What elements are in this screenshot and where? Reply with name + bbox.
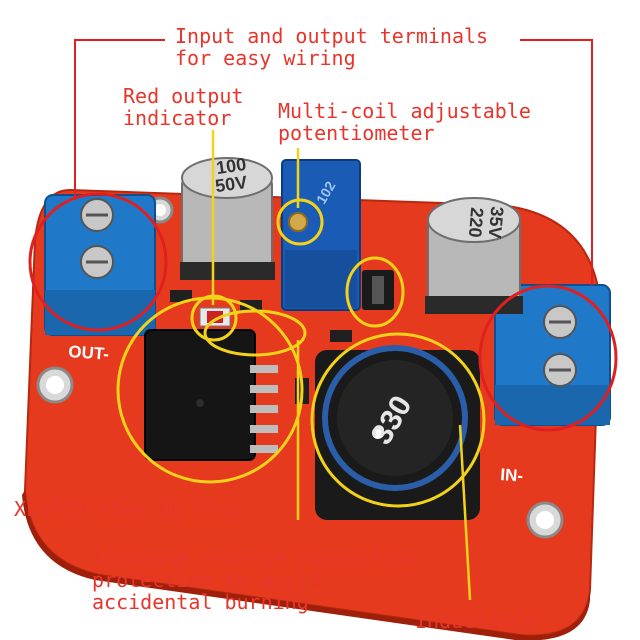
output-terminal-highlight: [28, 192, 168, 332]
smd-resistor-1: [170, 290, 192, 302]
xl6019-chip: [144, 329, 278, 461]
potentiometer-callout: Multi-coil adjustable potentiometer: [278, 99, 531, 145]
mounting-hole-bottom-right: [526, 501, 564, 539]
input-terminal-highlight: [478, 284, 618, 432]
capacitor-right-value: 220: [465, 207, 488, 239]
out-minus-label: OUT-: [68, 342, 110, 364]
protection-diode: [362, 270, 394, 310]
in-minus-label: IN-: [500, 465, 524, 486]
reverse-protection-highlight: [203, 309, 307, 357]
diode-highlight: [345, 256, 405, 328]
output-terminal-block: [44, 194, 156, 336]
input-terminal-block: [494, 284, 611, 426]
inductance-callout: Inductance: [415, 609, 536, 633]
pcb-edge-shadow: [22, 490, 590, 640]
led-highlight: [190, 294, 238, 342]
inductor-highlight: [310, 332, 486, 508]
protection-callout: Increase reverse connection protection t…: [92, 546, 418, 614]
mounting-hole-bottom-left: [36, 366, 74, 404]
capacitor-left-value: 100: [215, 154, 248, 178]
chip-callout: XL6019 Step Up Chip: [14, 497, 243, 521]
capacitor-right-voltage: 35V: [485, 206, 508, 240]
capacitor-left-voltage: 50V: [214, 172, 249, 196]
highlight-callout-lines: [211, 130, 472, 601]
terminals-callout: Input and output terminals for easy wiri…: [175, 24, 489, 70]
capacitor-100uf: 100 50V: [180, 154, 275, 280]
red-output-led: [199, 307, 231, 327]
smd-resistor-3: [330, 330, 352, 342]
capacitor-220uf: 220 35V: [425, 197, 523, 314]
potentiometer: 102: [281, 159, 361, 311]
indicator-callout: Red output indicator: [123, 84, 244, 130]
terminal-callout-lines: [74, 39, 593, 285]
chip-highlight: [116, 296, 304, 484]
potentiometer-highlight: [276, 198, 324, 246]
inductor-330: 330: [315, 345, 480, 520]
